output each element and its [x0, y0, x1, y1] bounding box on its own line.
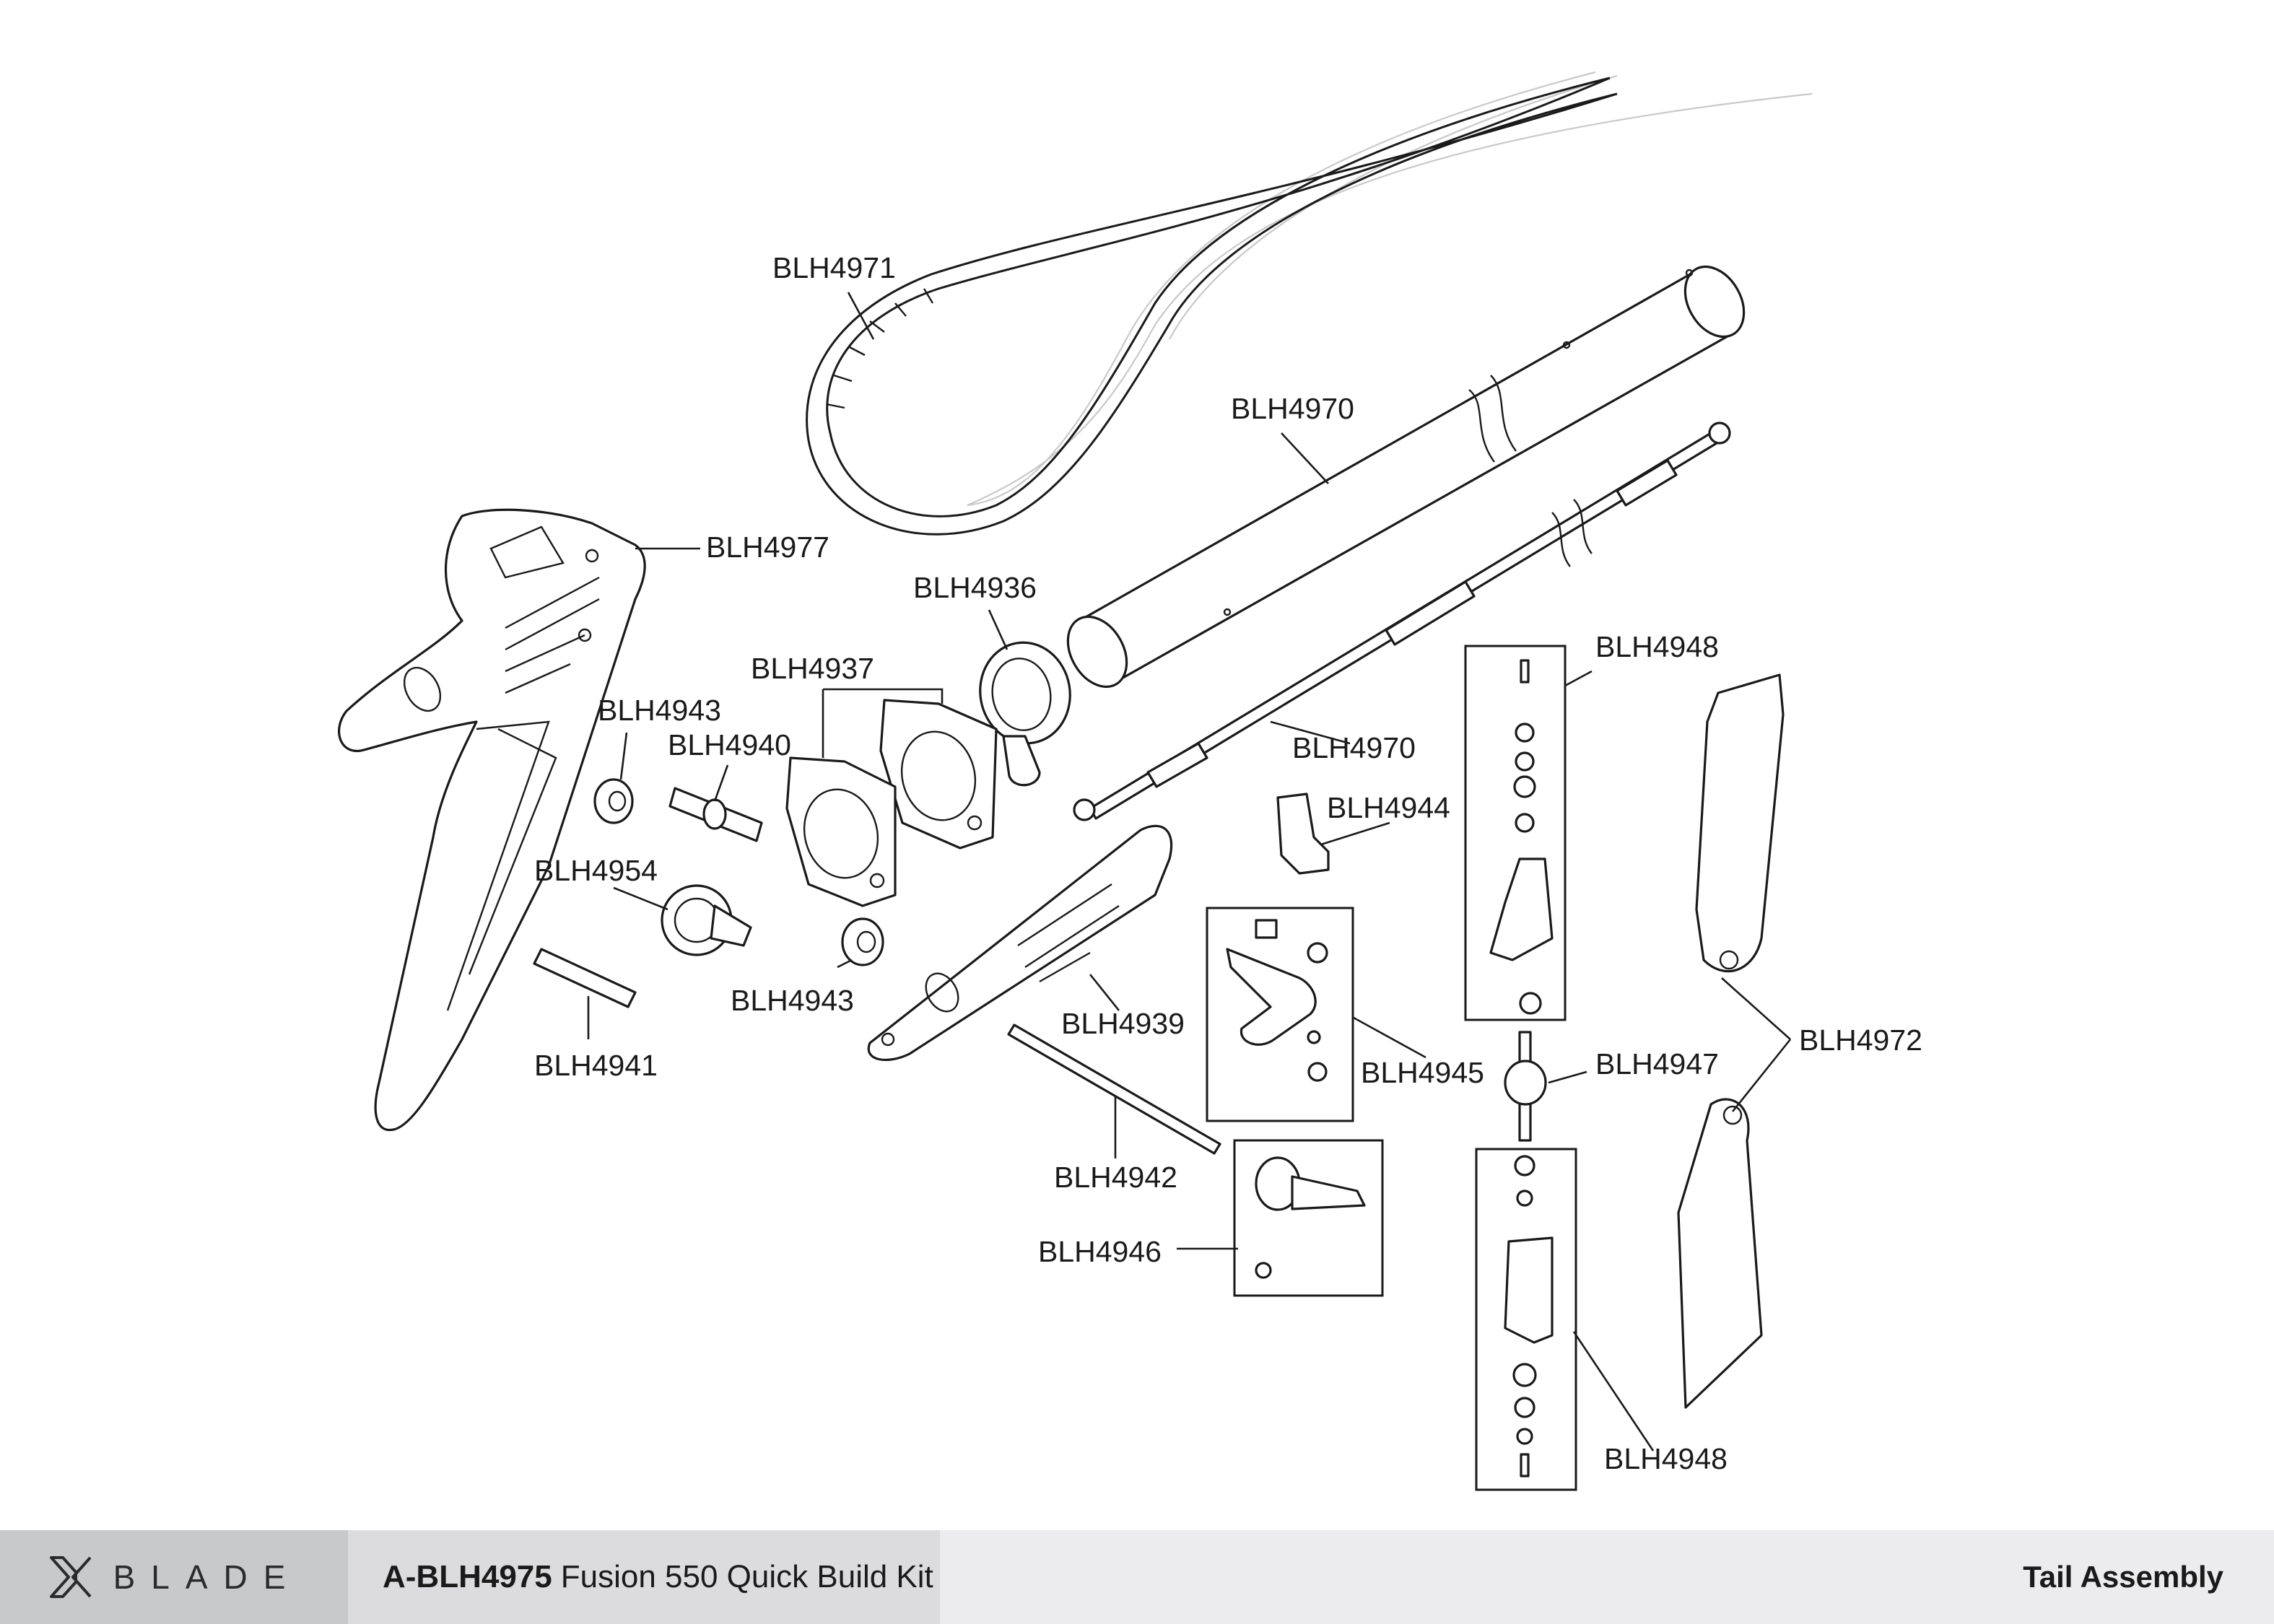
grip-set-top: [1464, 645, 1567, 1021]
label-pushrod: BLH4970: [1292, 731, 1416, 764]
label-tail-shaft: BLH4940: [668, 728, 791, 761]
tail-belt: [806, 71, 1813, 536]
label-bellcrank-set: BLH4945: [1361, 1056, 1484, 1089]
label-tail-blades: BLH4972: [1799, 1023, 1922, 1057]
label-hub: BLH4947: [1595, 1047, 1719, 1081]
kit-code: A-BLH4975: [383, 1559, 552, 1594]
label-boom: BLH4970: [1231, 392, 1354, 425]
grip-set-bottom: [1475, 1148, 1577, 1491]
label-case-mount: BLH4944: [1327, 791, 1450, 824]
tail-boom: [1066, 265, 1746, 689]
output-shaft: [1007, 1023, 1221, 1155]
bearing-top: [593, 778, 634, 824]
pitch-lever: [1233, 1139, 1384, 1297]
section-title: Tail Assembly: [2023, 1560, 2223, 1594]
kit-name: Fusion 550 Quick Build Kit: [560, 1559, 933, 1594]
exploded-view-diagram: BLH4971 BLH4970 BLH4970 BLH4977 BLH4936 …: [338, 71, 1922, 1491]
footer-bar: BLADE A-BLH4975 Fusion 550 Quick Build K…: [0, 1530, 2274, 1624]
label-spacer: BLH4941: [534, 1049, 658, 1082]
leader-lines: [587, 292, 1792, 1451]
spacer-shaft: [533, 948, 637, 1008]
side-plate: [867, 824, 1173, 1061]
label-bearing-bottom: BLH4943: [731, 984, 854, 1017]
label-boom-clamp-ring: BLH4936: [913, 571, 1037, 604]
label-belt: BLH4971: [772, 251, 896, 284]
boom-clamp-ring: [979, 641, 1071, 787]
part-labels: BLH4971 BLH4970 BLH4970 BLH4977 BLH4936 …: [534, 251, 1922, 1475]
tail-shaft: [668, 787, 763, 842]
boom-blocks: [785, 699, 998, 907]
bearing-bottom: [841, 917, 884, 966]
tail-hub: [1504, 1031, 1547, 1142]
brand-name: BLADE: [113, 1558, 302, 1596]
kit-panel: A-BLH4975 Fusion 550 Quick Build Kit: [348, 1530, 940, 1624]
section-panel: Tail Assembly: [940, 1530, 2274, 1624]
label-pulley: BLH4954: [534, 854, 658, 887]
label-grip-set-bottom: BLH4948: [1604, 1442, 1728, 1475]
label-pitch-lever: BLH4946: [1038, 1235, 1162, 1268]
tail-pushrod: [1073, 422, 1731, 821]
brand-panel: BLADE: [0, 1530, 348, 1624]
bellcrank-set: [1206, 907, 1354, 1122]
blade-logo-icon: [49, 1556, 92, 1598]
tail-blade-top: [1695, 673, 1785, 973]
tail-pulley: [661, 884, 752, 956]
tail-blade-bottom: [1677, 1098, 1763, 1409]
case-mount: [1276, 793, 1330, 875]
label-vertical-fin: BLH4977: [706, 531, 829, 564]
label-boom-blocks: BLH4937: [751, 652, 874, 685]
label-side-plate: BLH4939: [1061, 1007, 1185, 1040]
label-grip-set-top: BLH4948: [1595, 630, 1719, 663]
vertical-fin: [338, 508, 646, 1132]
label-output-shaft: BLH4942: [1054, 1161, 1177, 1194]
label-bearing-top: BLH4943: [598, 694, 721, 727]
